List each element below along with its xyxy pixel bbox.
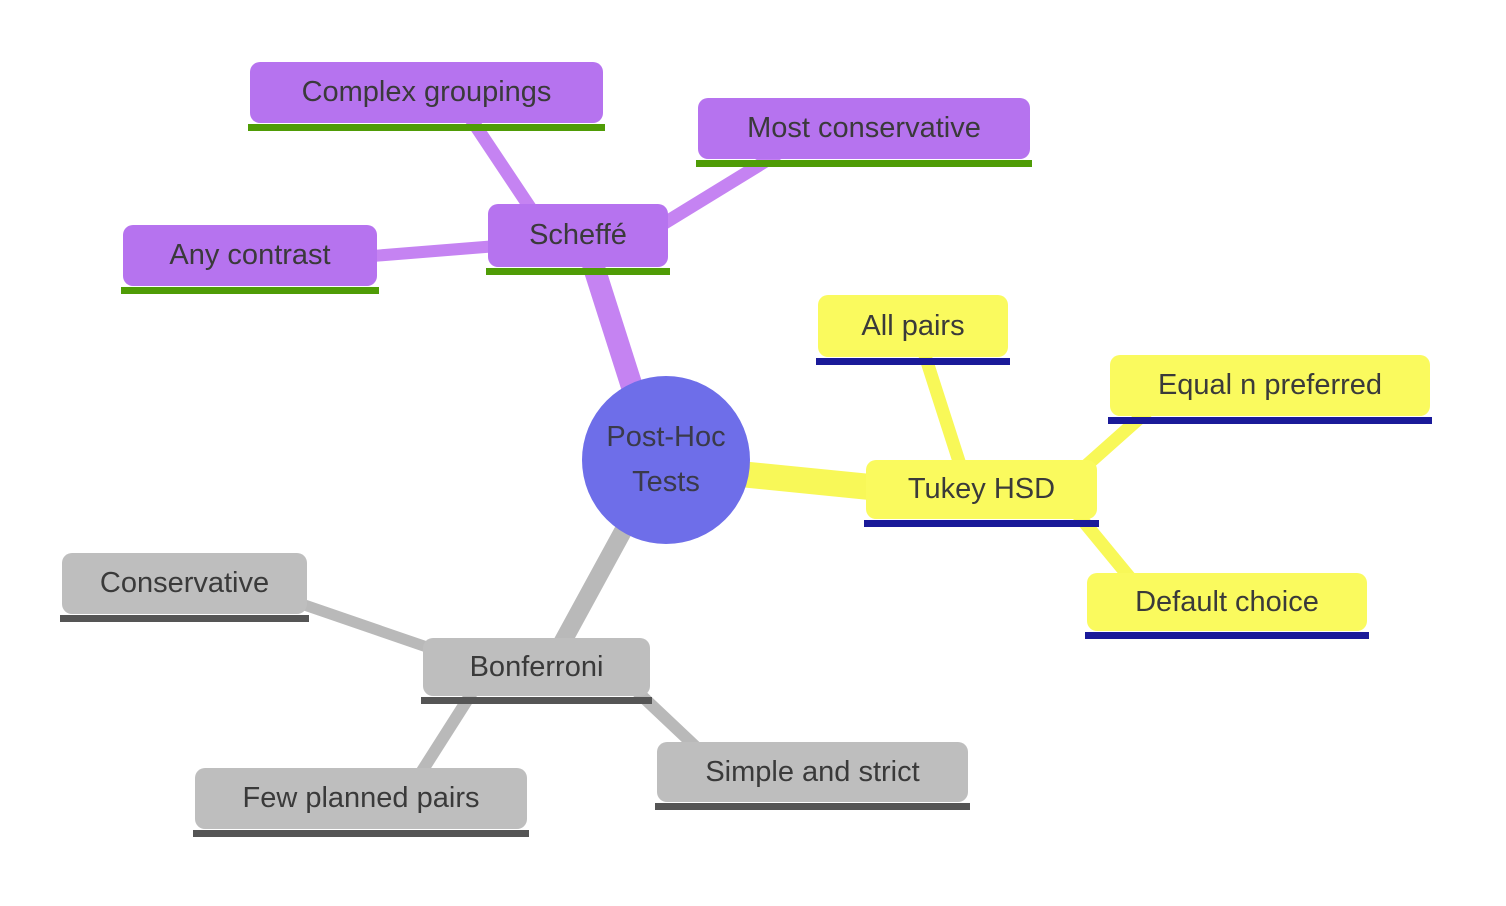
leaf-node-few-planned-pairs[interactable]: Few planned pairs xyxy=(193,768,529,837)
leaf-node-label: Complex groupings xyxy=(301,76,552,108)
node-underline xyxy=(655,803,970,810)
leaf-node-label: Default choice xyxy=(1135,585,1319,618)
node-underline xyxy=(1085,632,1369,639)
leaf-node-label: Most conservative xyxy=(747,112,981,144)
leaf-node-label: Any contrast xyxy=(169,239,331,271)
node-underline xyxy=(1108,417,1432,424)
branch-node-label: Scheffé xyxy=(529,219,627,251)
leaf-node-most-conservative[interactable]: Most conservative xyxy=(696,98,1032,167)
node-underline xyxy=(193,830,529,837)
central-topic-label-line2: Tests xyxy=(632,466,700,498)
leaf-node-label: Equal n preferred xyxy=(1157,369,1383,401)
leaf-node-simple-and-strict[interactable]: Simple and strict xyxy=(655,742,970,810)
connector-scheffe-any-contrast xyxy=(359,239,511,263)
leaf-node-all-pairs[interactable]: All pairs xyxy=(816,295,1010,365)
leaf-node-conservative[interactable]: Conservative xyxy=(60,553,309,622)
leaf-node-equal-n-preferred[interactable]: Equal n preferred xyxy=(1108,355,1432,424)
node-underline xyxy=(248,124,605,131)
node-underline xyxy=(121,287,379,294)
node-underline xyxy=(421,697,652,704)
node-underline xyxy=(816,358,1010,365)
leaf-node-label: Conservative xyxy=(99,567,270,599)
leaf-node-label: All pairs xyxy=(861,309,965,342)
central-topic-post-hoc-tests[interactable]: Post-Hoc Tests xyxy=(582,376,750,544)
node-underline xyxy=(696,160,1032,167)
node-underline xyxy=(486,268,670,275)
leaf-node-label: Simple and strict xyxy=(705,755,920,788)
branch-node-label: Tukey HSD xyxy=(907,473,1056,505)
leaf-node-default-choice[interactable]: Default choice xyxy=(1085,573,1369,639)
branch-node-tukey-hsd[interactable]: Tukey HSD xyxy=(864,460,1099,527)
leaf-node-complex-groupings[interactable]: Complex groupings xyxy=(248,62,605,131)
branch-node-label: Bonferroni xyxy=(469,650,604,683)
branch-node-bonferroni[interactable]: Bonferroni xyxy=(421,638,652,704)
node-underline xyxy=(60,615,309,622)
leaf-node-any-contrast[interactable]: Any contrast xyxy=(121,225,379,294)
branch-node-scheffe[interactable]: Scheffé xyxy=(486,204,670,275)
central-topic-label-line1: Post-Hoc xyxy=(606,421,726,454)
leaf-node-label: Few planned pairs xyxy=(242,782,480,814)
node-underline xyxy=(864,520,1099,527)
